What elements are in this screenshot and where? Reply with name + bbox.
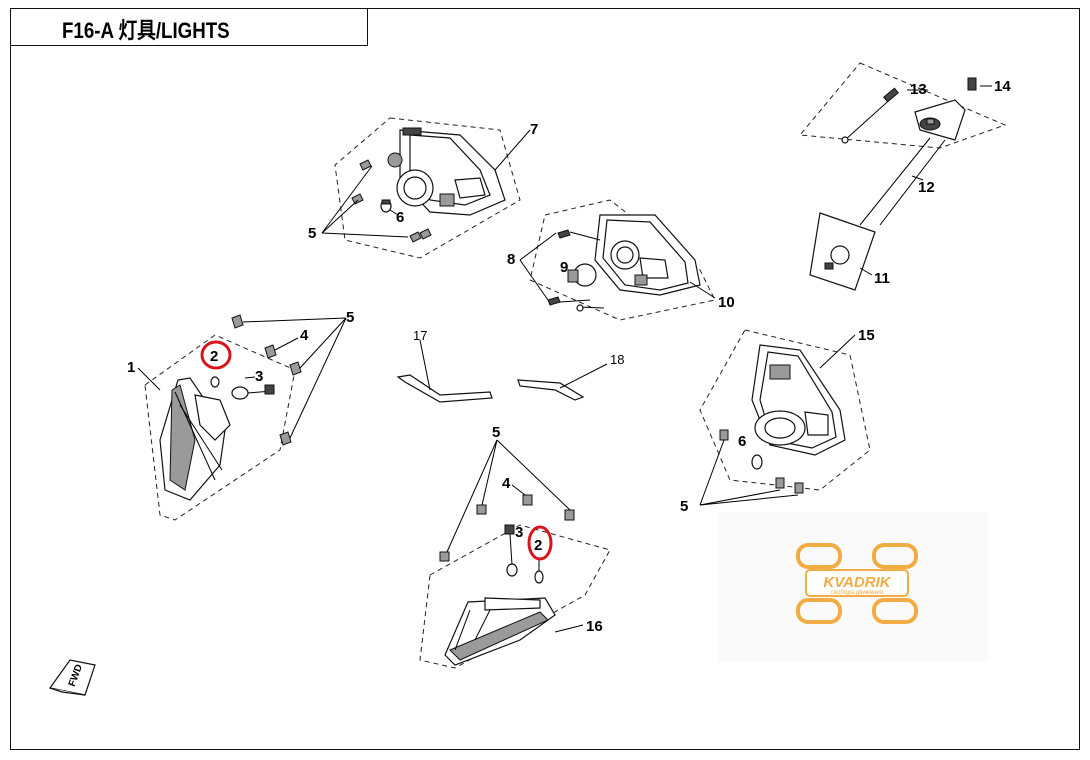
screws-8	[547, 229, 601, 306]
watermark-brand: KVADRIK	[823, 574, 891, 591]
license-light-13-14	[799, 62, 1007, 149]
page-title: F16-A 灯具/LIGHTS	[62, 18, 230, 43]
fwd-arrow-marker: FWD	[48, 659, 96, 696]
headlight-assembly-15	[699, 329, 871, 491]
callout-5-left: 5	[346, 309, 354, 326]
bracket-17	[396, 374, 493, 403]
bulb-6-top	[380, 199, 392, 213]
socket-3-bottom	[504, 524, 518, 577]
callout-12: 12	[918, 179, 935, 196]
callout-9: 9	[560, 259, 568, 276]
bulb-2-bottom	[534, 558, 544, 584]
bulb-6-right	[751, 454, 763, 470]
watermark-tagline: свобода движения	[831, 590, 883, 596]
screws-7	[351, 159, 432, 243]
turn-light-assembly-1	[144, 334, 296, 521]
callout-2-bottom: 2	[534, 537, 542, 554]
callout-6-top: 6	[396, 209, 404, 226]
plate-bracket-11	[809, 212, 876, 291]
callout-1: 1	[127, 359, 135, 376]
callout-7: 7	[530, 121, 538, 138]
watermark-logo: KVADRIK свобода движения	[718, 512, 988, 662]
callout-11: 11	[874, 270, 890, 287]
callout-4-bottom: 4	[502, 475, 511, 492]
highlight-circle-bottom	[527, 525, 553, 561]
callout-10: 10	[718, 294, 735, 311]
callout-13: 13	[910, 81, 927, 98]
callout-3-left: 3	[255, 368, 263, 385]
callout-6-right: 6	[738, 433, 746, 450]
callout-5-top: 5	[308, 225, 316, 242]
screws-bottom	[439, 494, 575, 562]
callout-4-left: 4	[300, 327, 309, 344]
highlight-circle-left	[200, 340, 232, 370]
title-block: F16-A 灯具/LIGHTS	[10, 8, 368, 46]
callout-3-bottom: 3	[515, 524, 523, 541]
callout-5-bottom: 5	[492, 424, 500, 441]
headlight-assembly-7	[334, 117, 521, 259]
callout-15: 15	[858, 327, 875, 344]
bulb-9	[567, 263, 597, 287]
drawing-frame	[10, 8, 1080, 750]
callout-5-right: 5	[680, 498, 688, 515]
callout-8: 8	[507, 251, 515, 268]
callout-14: 14	[994, 78, 1011, 95]
callout-18: 18	[610, 352, 624, 367]
callout-2-left: 2	[210, 348, 218, 365]
bracket-18	[517, 379, 585, 401]
screws-right	[719, 429, 804, 494]
callout-16: 16	[586, 618, 603, 635]
tire-icons	[796, 543, 918, 624]
headlight-assembly-10	[529, 199, 716, 321]
bulb-2-left	[210, 376, 220, 388]
callout-17: 17	[413, 328, 427, 343]
screws-left	[231, 314, 302, 446]
socket-3-left	[231, 384, 275, 400]
turn-light-assembly-16	[419, 524, 611, 669]
